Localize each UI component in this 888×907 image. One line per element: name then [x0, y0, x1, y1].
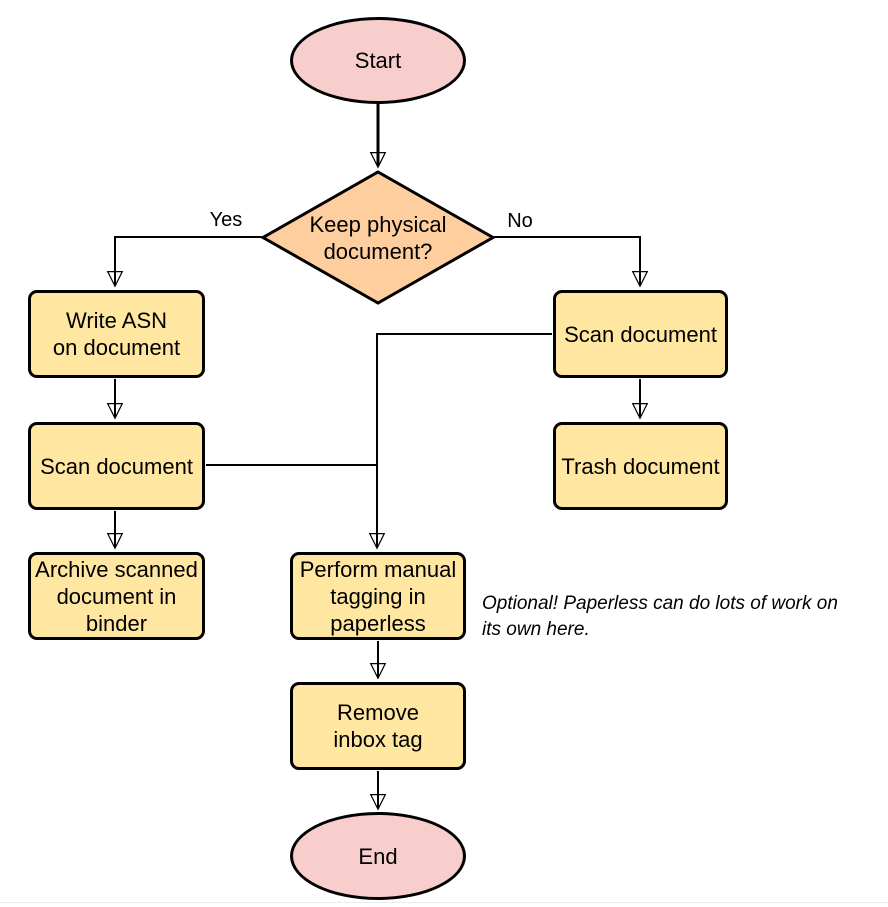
node-start-label: Start	[354, 48, 402, 73]
edge-label-yes: Yes	[200, 209, 252, 232]
node-start: Start	[290, 17, 466, 104]
optional-annotation: Optional! Paperless can do lots of work …	[482, 593, 838, 640]
decision-diamond	[259, 170, 497, 305]
node-manual-tagging: Perform manual tagging in paperless	[290, 552, 466, 640]
node-decision-shape	[259, 170, 497, 305]
node-trash-document: Trash document	[553, 422, 728, 510]
node-trash-document-label: Trash document	[561, 453, 720, 479]
node-write-asn-label: Write ASN on document	[52, 308, 181, 360]
node-write-asn: Write ASN on document	[28, 290, 205, 378]
node-archive-binder: Archive scanned document in binder	[28, 552, 205, 640]
edge-scan-right-to-tagging	[377, 333, 552, 547]
node-scan-document-left: Scan document	[28, 422, 205, 510]
node-scan-document-right-label: Scan document	[564, 321, 717, 347]
node-end-label: End	[358, 843, 398, 869]
edge-label-no: No	[494, 210, 546, 233]
edge-decision-yes-to-write-asn	[115, 236, 262, 285]
node-decision-label: Keep physical document?	[309, 211, 447, 264]
node-scan-document-left-label: Scan document	[40, 453, 193, 479]
node-archive-binder-label: Archive scanned document in binder	[35, 556, 198, 636]
edge-decision-no-to-scan-right	[494, 236, 640, 285]
node-remove-inbox-tag-label: Remove inbox tag	[333, 700, 423, 752]
node-scan-document-right: Scan document	[553, 290, 728, 378]
node-end: End	[290, 812, 466, 900]
node-manual-tagging-label: Perform manual tagging in paperless	[299, 556, 457, 636]
bottom-hairline	[0, 902, 888, 903]
node-remove-inbox-tag: Remove inbox tag	[290, 682, 466, 770]
node-decision: Keep physical document?	[278, 172, 478, 303]
